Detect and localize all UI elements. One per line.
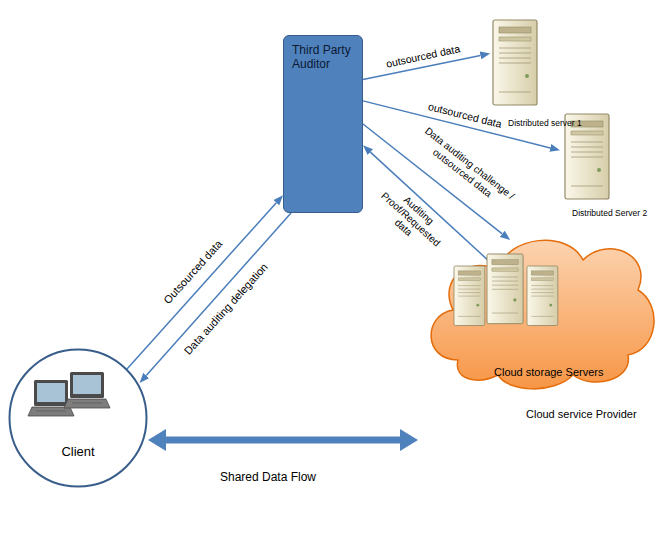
- auditor-box: Third Party Auditor: [283, 35, 363, 213]
- edge-label: Outsourced data: [160, 236, 226, 308]
- edge-label: outsourced data: [383, 42, 463, 70]
- server-icon: [487, 254, 523, 324]
- edge-label: outsourced data: [425, 100, 505, 131]
- node-caption: Cloud service Provider: [526, 408, 637, 421]
- node-label: Distributed server 1: [508, 119, 582, 129]
- node-label: Cloud storage Servers: [494, 366, 603, 379]
- laptop-icon: [64, 372, 110, 408]
- server-node: Distributed Server 2: [560, 112, 664, 225]
- node-label: Client: [8, 445, 148, 460]
- edge-label: Auditing Proof/Requested data: [366, 176, 456, 262]
- node-label: Distributed Server 2: [572, 209, 647, 219]
- server-icon: [454, 266, 485, 326]
- edge-label: Shared Data Flow: [218, 471, 318, 485]
- node-label: Third Party Auditor: [292, 44, 356, 72]
- data-flow-arrow: [127, 203, 276, 369]
- server-icon: [565, 114, 609, 199]
- cloud-provider: Cloud storage ServersCloud service Provi…: [418, 220, 663, 445]
- shared-flow-arrow: [166, 436, 400, 443]
- client-circle: Client: [8, 348, 148, 488]
- server-icon: [527, 266, 558, 326]
- edge-label: Data auditing challenge / outsourced dat…: [411, 121, 521, 214]
- data-flow-arrow: [146, 213, 291, 376]
- server-icon: [493, 20, 537, 105]
- laptop-icon: [28, 380, 74, 416]
- client-outline: [8, 348, 148, 488]
